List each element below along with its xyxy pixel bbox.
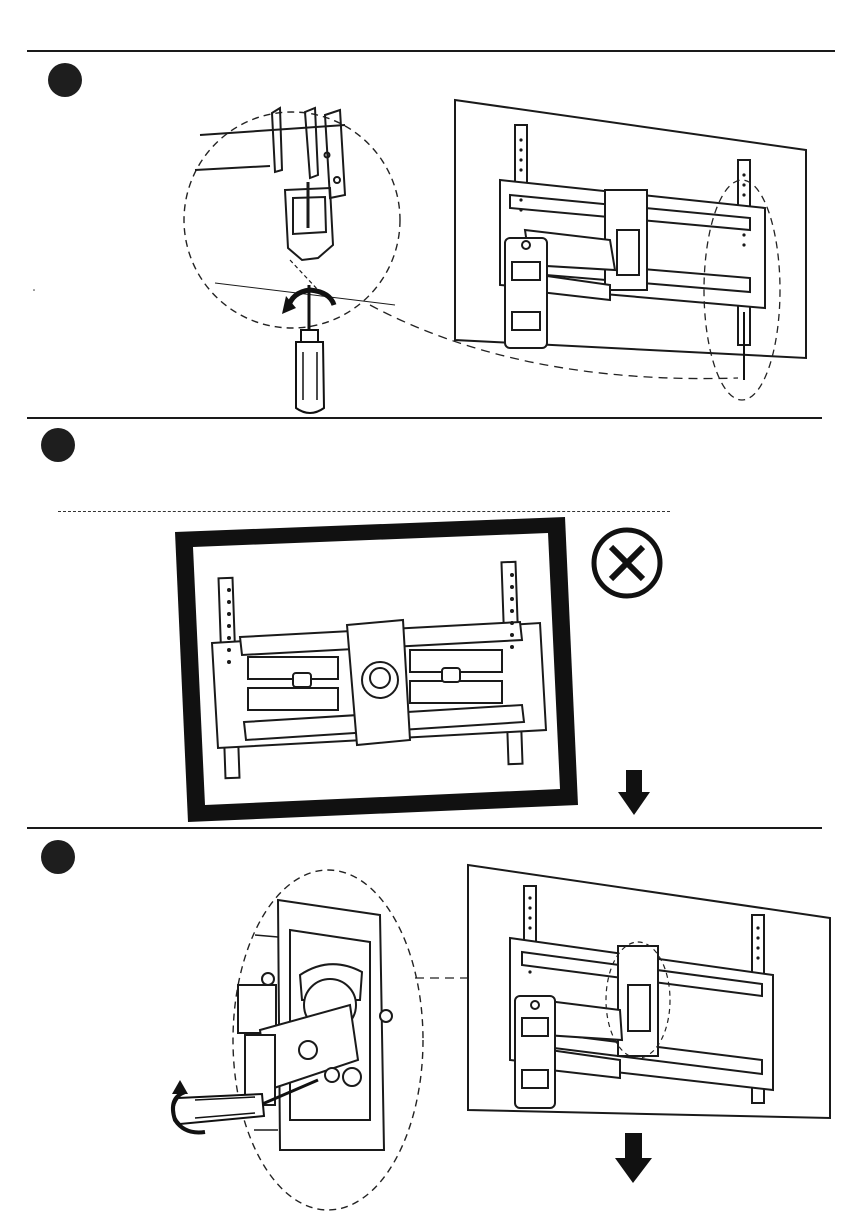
prohibited-x-icon: [594, 530, 660, 596]
screwdriver-icon: [296, 285, 324, 413]
down-arrow-icon: [618, 770, 650, 815]
step-2-illustration: [0, 420, 866, 825]
step-1-illustration: [0, 0, 866, 420]
step-3-illustration: [0, 830, 866, 1214]
down-arrow-icon: [615, 1133, 652, 1183]
section-divider-bottom: [27, 827, 822, 829]
